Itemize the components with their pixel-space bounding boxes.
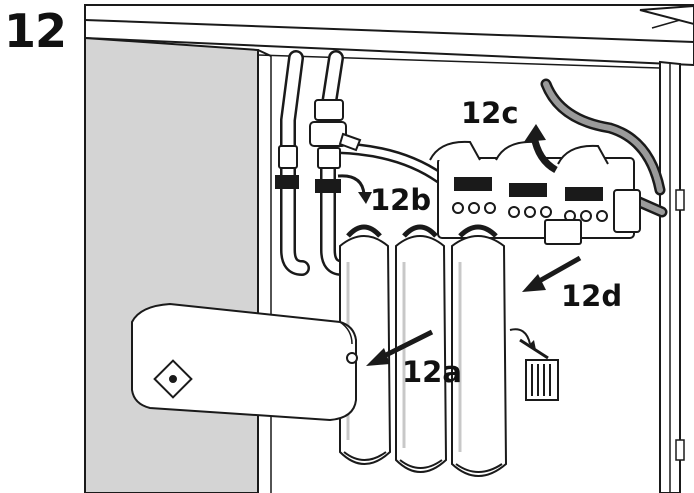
callout-12a: 12a xyxy=(402,355,462,389)
callout-12c: 12c xyxy=(461,96,519,130)
filter-cartridge-2 xyxy=(395,224,448,473)
arrow-12a xyxy=(366,329,434,366)
filter-front-cover xyxy=(131,302,358,422)
callout-12b: 12b xyxy=(370,183,432,217)
arrow-12c xyxy=(524,124,558,174)
trash-bin-icon xyxy=(509,328,559,401)
cabinet xyxy=(84,4,694,493)
arrow-12b xyxy=(337,174,372,204)
diamond-dot-icon xyxy=(153,359,193,399)
instruction-arrows xyxy=(337,124,582,366)
filter-cartridge-3 xyxy=(451,224,508,477)
shutoff-valves xyxy=(275,99,362,193)
filter-manifold xyxy=(429,140,641,245)
callout-12d: 12d xyxy=(561,279,623,313)
arrow-12d xyxy=(522,255,582,292)
step-number: 12 xyxy=(4,4,67,58)
filter-cartridges xyxy=(339,224,508,477)
countertop xyxy=(84,4,694,67)
cabinet-left-wall xyxy=(84,36,259,493)
